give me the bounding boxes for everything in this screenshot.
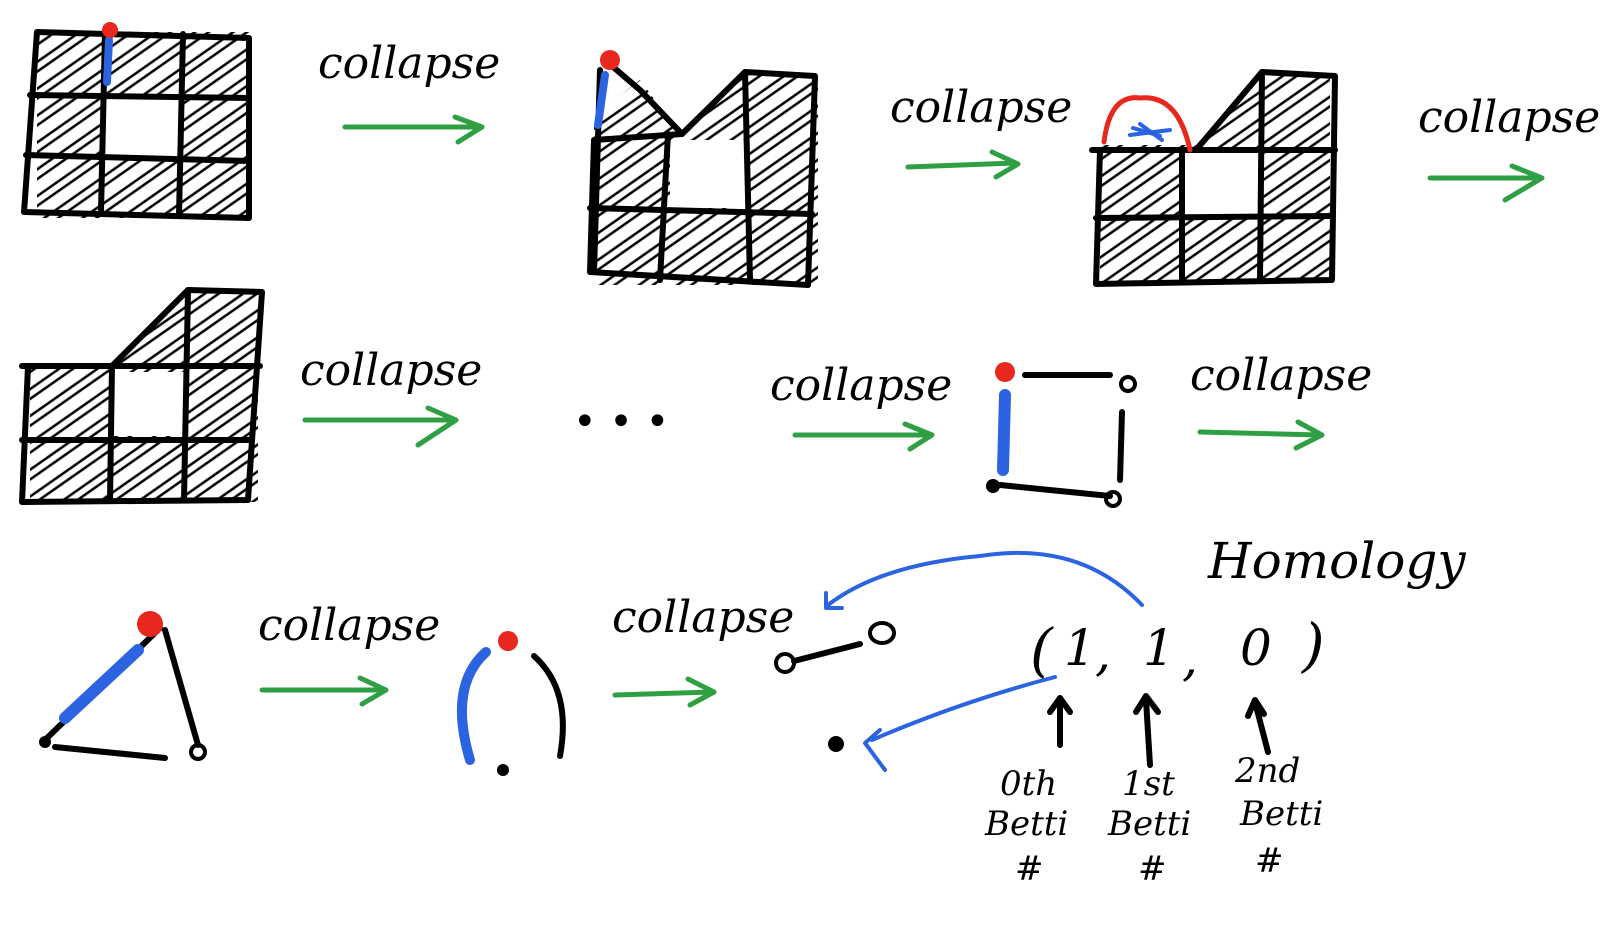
result-graph: [774, 621, 896, 752]
grid-hole: [114, 372, 188, 436]
stage-4-grid: [19, 285, 265, 505]
graph-edge: [997, 482, 1113, 499]
slanted-edge: [602, 57, 685, 137]
homology-title: Homology: [1207, 532, 1466, 590]
collapse-edge: [594, 71, 609, 129]
collapse-edge: [59, 644, 144, 724]
collapse-arrow: [302, 405, 459, 448]
grid-line: [1093, 213, 1335, 221]
betti-0-value: 1: [1064, 619, 1096, 677]
homology-block: Homology ( 1 , 1 , 0 ) 0th Betti # 1st B…: [824, 532, 1466, 889]
collapse-arrow: [612, 676, 717, 708]
free-vertex: [600, 50, 620, 70]
collapse-label: collapse: [890, 82, 1072, 133]
mask: [1092, 60, 1262, 145]
collapse-labels: collapse collapse collapse collapse coll…: [258, 38, 1600, 651]
free-vertex: [995, 362, 1015, 382]
betti-2-value: 0: [1240, 619, 1272, 677]
grid-line: [107, 363, 115, 503]
graph-edges: [42, 625, 201, 761]
free-vertex: [498, 631, 518, 651]
free-edge-arc: [1101, 95, 1193, 153]
grid-line: [742, 69, 753, 283]
collapse-edge: [103, 36, 113, 86]
betti-2-label-line2: Betti: [1239, 794, 1323, 834]
collapse-edge: [457, 647, 491, 765]
grid-line: [587, 205, 815, 217]
betti-0-label-line1: 0th: [1000, 764, 1057, 804]
grid-line: [1257, 69, 1265, 283]
curved-arrow-icon: [824, 550, 1144, 610]
square-graph: [986, 362, 1137, 508]
graph-vertex: [39, 736, 51, 748]
grid-line: [181, 287, 191, 503]
collapse-label: collapse: [258, 600, 440, 651]
comma: ,: [1095, 624, 1111, 682]
collapse-arrow: [259, 675, 389, 707]
collapse-arrow: [905, 149, 1021, 180]
close-paren: ): [1300, 611, 1325, 679]
betti-1-label-line2: Betti: [1107, 804, 1191, 844]
collapse-face: [1128, 122, 1172, 142]
free-vertex: [137, 611, 163, 637]
grid-hole: [1185, 151, 1263, 217]
open-paren: (: [1030, 616, 1054, 684]
graph-edge: [531, 653, 566, 759]
collapse-label: collapse: [770, 360, 952, 411]
grid-hole: [670, 140, 750, 208]
graph-vertex: [868, 621, 896, 645]
graph-edge: [791, 641, 863, 664]
betti-1-value: 1: [1143, 619, 1175, 677]
graph-vertex: [189, 743, 207, 761]
stage-1-grid: [21, 22, 252, 221]
collapse-edge: [997, 389, 1011, 476]
collapse-label: collapse: [318, 38, 500, 89]
free-vertex: [102, 22, 118, 38]
graph-vertex: [497, 764, 509, 776]
betti-0-label-line3: #: [1015, 849, 1044, 889]
curved-arrow-icon: [863, 675, 1057, 772]
grid-line: [27, 92, 252, 101]
stage-2-grid: [587, 50, 818, 288]
betti-1-label-line3: #: [1138, 849, 1167, 889]
grid-line: [23, 152, 252, 164]
comma: ,: [1182, 629, 1198, 687]
graph-edge: [1117, 409, 1125, 483]
grid-hole: [105, 95, 183, 157]
collapse-label: collapse: [1190, 350, 1372, 401]
arc-graph: [457, 631, 566, 776]
up-arrow-icon: [1245, 697, 1271, 755]
graph-vertex: [1104, 490, 1122, 508]
betti-0-label-line2: Betti: [984, 804, 1068, 844]
collapse-label: collapse: [300, 345, 482, 396]
collapse-label: collapse: [612, 592, 794, 643]
graph-vertex: [1119, 375, 1137, 393]
graph-vertex: [986, 479, 1000, 493]
grid-line: [176, 31, 186, 219]
betti-1-label-line1: 1st: [1122, 764, 1175, 804]
isolated-vertex: [828, 736, 844, 752]
up-arrow-icon: [1047, 695, 1073, 748]
betti-2-label-line3: #: [1255, 841, 1284, 881]
graph-vertex: [774, 652, 796, 674]
triangle-graph: [39, 611, 207, 761]
stage-3-grid: [1089, 60, 1338, 287]
grid-outline: [21, 29, 252, 221]
ellipsis: • • •: [573, 399, 669, 445]
up-arrow-icon: [1133, 693, 1161, 768]
collapse-arrow: [1197, 419, 1325, 451]
collapse-label: collapse: [1418, 92, 1600, 143]
collapse-arrow: [1427, 163, 1545, 203]
betti-2-label-line1: 2nd: [1234, 751, 1300, 791]
collapse-arrows: [259, 114, 1545, 708]
collapse-arrow: [342, 114, 485, 145]
collapse-arrow: [792, 421, 935, 452]
mask: [25, 285, 188, 366]
